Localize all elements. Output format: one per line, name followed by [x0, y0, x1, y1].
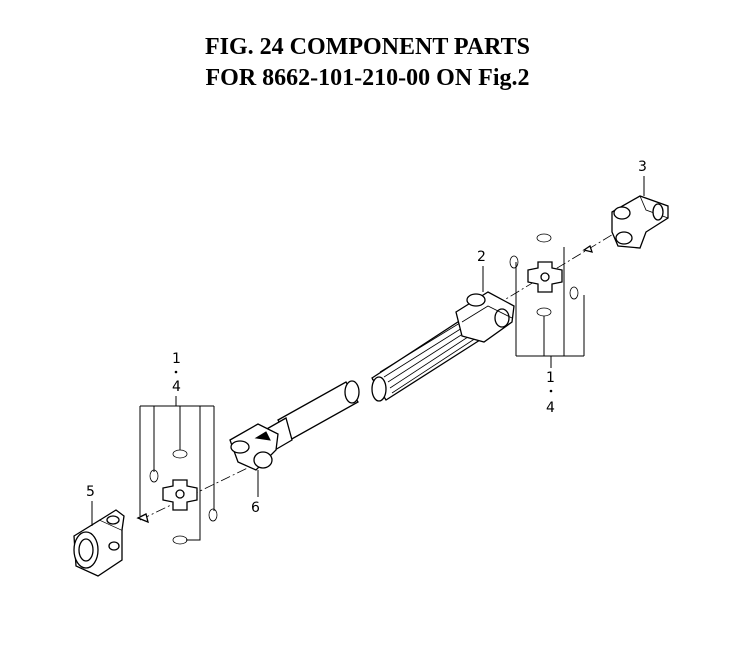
left-cross-kit [136, 449, 218, 545]
callout-2: 2 [477, 249, 486, 265]
callout-1-right: 1 [546, 370, 555, 386]
callout-5: 5 [86, 484, 95, 500]
figure-title-line-2: FOR 8662-101-210-00 ON Fig.2 [205, 65, 530, 91]
left-bracket [139, 405, 215, 541]
callout-1-left: 1 [172, 351, 181, 367]
part-3-end-yoke [611, 195, 669, 249]
right-bracket [515, 247, 585, 357]
figure-title-line-1: FIG. 24 COMPONENT PARTS [205, 34, 530, 60]
part-2-slip-yoke-shaft [371, 291, 515, 402]
part-6-tube-yoke [229, 380, 360, 471]
right-cross-kit [509, 233, 593, 317]
part-5-splined-yoke [73, 509, 125, 577]
callout-6: 6 [251, 500, 260, 516]
callout-4-left: 4 [172, 379, 181, 395]
callout-3: 3 [638, 159, 647, 175]
callout-4-right: 4 [546, 400, 555, 416]
